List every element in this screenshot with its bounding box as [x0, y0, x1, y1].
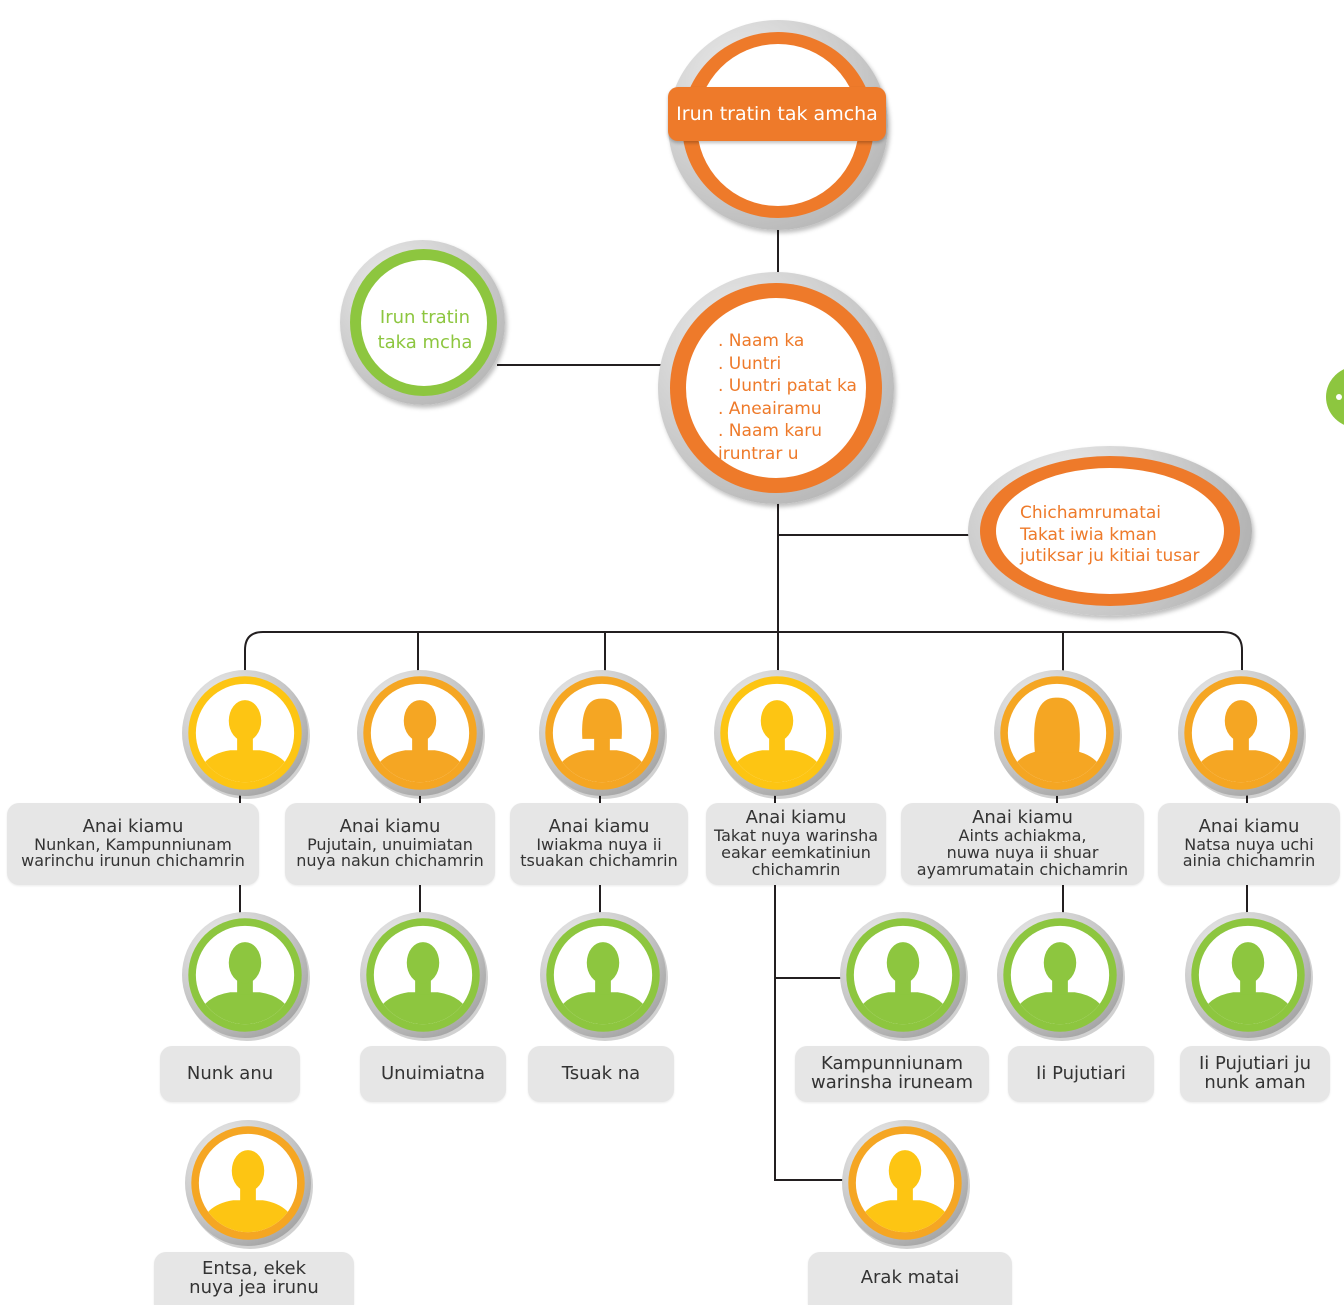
- level1-label-4: Anai kiamu Takat nuya warinsha eakar eem…: [706, 803, 886, 885]
- avatar-level2-5: [997, 912, 1125, 1041]
- level1-label-5: Anai kiamu Aints achiakma, nuwa nuya ii …: [901, 803, 1144, 885]
- level2-label-2: Unuimiatna: [360, 1046, 506, 1102]
- avatar-level3-2: [842, 1120, 970, 1249]
- avatar-level2-1: [182, 912, 310, 1041]
- avatar-level1-5: [994, 670, 1122, 799]
- level1-label-1: Anai kiamu Nunkan, Kampunniunam warinchu…: [7, 803, 259, 885]
- avatar-level3-1: [185, 1120, 313, 1249]
- avatar-level1-6: [1178, 670, 1306, 799]
- level2-label-6: Ii Pujutiari ju nunk aman: [1180, 1046, 1330, 1102]
- level2-label-3: Tsuak na: [528, 1046, 674, 1102]
- avatar-level1-1: [182, 670, 310, 799]
- ellipse-text: Chichamrumatai Takat iwia kman jutiksar …: [1020, 503, 1200, 566]
- avatar-level2-2: [360, 912, 488, 1041]
- connector-level1-bus: [244, 631, 1243, 672]
- edge-green-badge: [1326, 366, 1344, 428]
- avatar-level1-4: [714, 670, 842, 799]
- level2-label-1: Nunk anu: [160, 1046, 300, 1102]
- level3-label-2: Arak matai: [808, 1252, 1012, 1305]
- center-list: . Naam ka . Uuntri . Uuntri patat ka . A…: [718, 331, 857, 464]
- level3-label-1: Entsa, ekek nuya jea irunu: [154, 1252, 354, 1305]
- avatar-level2-3: [540, 912, 668, 1041]
- level1-label-2: Anai kiamu Pujutain, unuimiatan nuya nak…: [285, 803, 495, 885]
- level2-label-4: Kampunniunam warinsha iruneam: [795, 1046, 989, 1102]
- connector-branch-4-lower: [774, 885, 845, 1181]
- level2-label-5: Ii Pujutiari: [1008, 1046, 1154, 1102]
- avatar-level1-2: [357, 670, 485, 799]
- avatar-level1-3: [539, 670, 667, 799]
- level1-label-3: Anai kiamu Iwiakma nuya ii tsuakan chich…: [510, 803, 688, 885]
- side-green-text: Irun tratin taka mcha: [377, 307, 473, 353]
- level1-label-6: Anai kiamu Natsa nuya uchi ainia chicham…: [1158, 803, 1340, 885]
- avatar-level2-4: [840, 912, 968, 1041]
- avatar-level2-6: [1185, 912, 1313, 1041]
- root-title: Irun tratin tak amcha: [668, 87, 886, 141]
